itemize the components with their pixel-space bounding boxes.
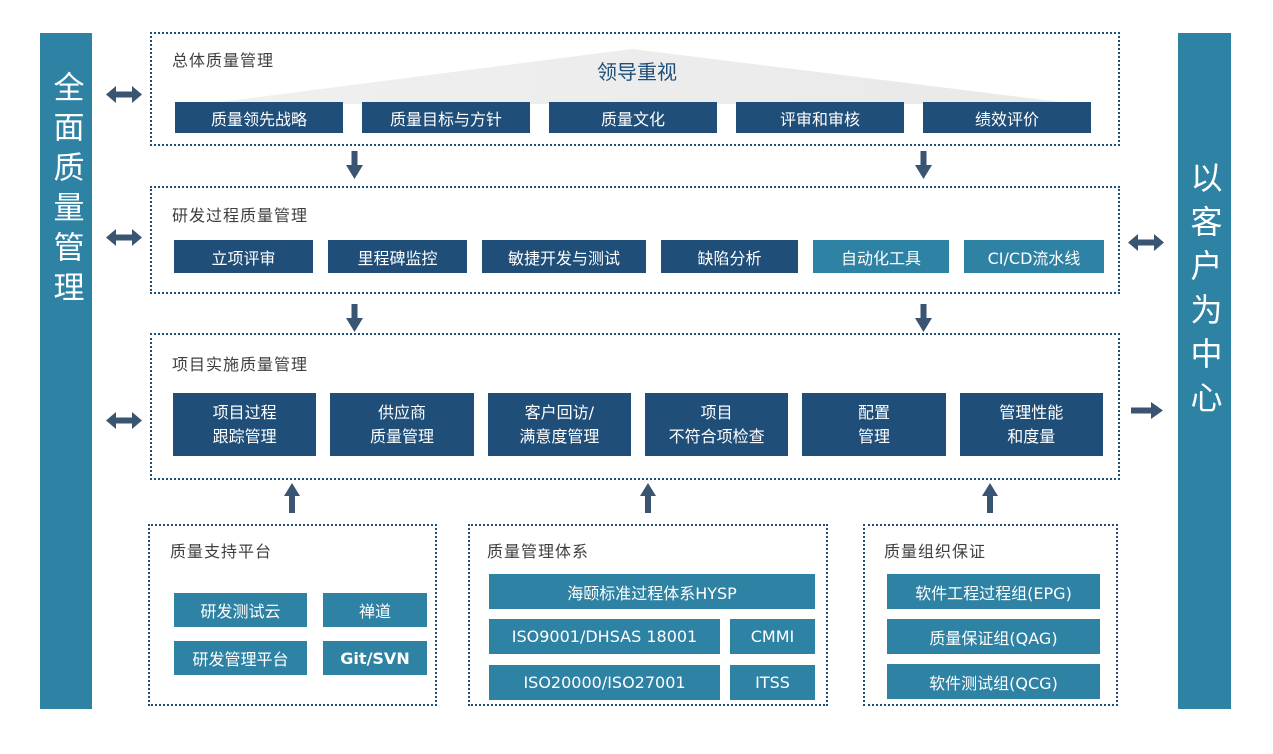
pill-performance-eval: 绩效评价: [923, 102, 1091, 133]
down-arrow-icon: [346, 304, 363, 332]
pill-iso9001-dhsas: ISO9001/DHSAS 18001: [489, 619, 720, 654]
left-right-arrow-icon: [106, 229, 142, 246]
rnd-process-box: 研发过程质量管理 立项评审 里程碑监控 敏捷开发与测试 缺陷分析 自动化工具 C…: [150, 186, 1120, 294]
quality-management-system-box: 质量管理体系 海颐标准过程体系HYSP ISO9001/DHSAS 18001 …: [468, 524, 828, 706]
pill-review-audit: 评审和审核: [736, 102, 904, 133]
pill-project-approval-review: 立项评审: [174, 240, 313, 273]
left-right-arrow-icon: [1128, 234, 1164, 251]
project-implementation-box: 项目实施质量管理 项目过程 跟踪管理 供应商 质量管理 客户回访/ 满意度管理 …: [150, 333, 1120, 480]
pill-defect-analysis: 缺陷分析: [661, 240, 798, 273]
pill-zentao: 禅道: [323, 593, 427, 627]
pill-qcg-group: 软件测试组(QCG): [887, 664, 1100, 699]
pill-itss: ITSS: [730, 665, 815, 700]
project-items-row: 项目过程 跟踪管理 供应商 质量管理 客户回访/ 满意度管理 项目 不符合项检查…: [173, 393, 1103, 456]
pill-iso20000-iso27001: ISO20000/ISO27001: [489, 665, 720, 700]
pill-rnd-test-cloud: 研发测试云: [174, 593, 307, 627]
pill-performance-measurement: 管理性能 和度量: [959, 393, 1103, 456]
quality-organization-box: 质量组织保证 软件工程过程组(EPG) 质量保证组(QAG) 软件测试组(QCG…: [863, 524, 1118, 706]
pill-agile-dev-test: 敏捷开发与测试: [482, 240, 646, 273]
left-bar-total-quality: 全面质量管理: [40, 33, 92, 709]
pill-configuration-management: 配置 管理: [802, 393, 946, 456]
pill-project-process-tracking: 项目过程 跟踪管理: [173, 393, 317, 456]
up-arrow-icon: [284, 483, 300, 513]
pill-cmmi: CMMI: [730, 619, 815, 654]
left-right-arrow-icon: [106, 86, 142, 103]
overall-quality-box: 总体质量管理 领导重视 质量领先战略 质量目标与方针 质量文化 评审和审核 绩效…: [150, 32, 1120, 146]
pill-quality-goals: 质量目标与方针: [362, 102, 530, 133]
up-arrow-icon: [640, 483, 656, 513]
rnd-box-title: 研发过程质量管理: [172, 206, 309, 225]
pill-customer-visit-satisfaction: 客户回访/ 满意度管理: [487, 393, 631, 456]
system-box-title: 质量管理体系: [487, 542, 590, 561]
pill-automation-tools: 自动化工具: [813, 240, 949, 273]
pill-quality-culture: 质量文化: [549, 102, 717, 133]
pill-cicd-pipeline: CI/CD流水线: [964, 240, 1104, 273]
down-arrow-icon: [346, 151, 363, 179]
pill-git-svn: Git/SVN: [323, 641, 427, 675]
pill-qag-group: 质量保证组(QAG): [887, 619, 1100, 654]
rnd-items-row: 立项评审 里程碑监控 敏捷开发与测试 缺陷分析 自动化工具 CI/CD流水线: [174, 240, 1104, 273]
right-bar-label: 以客户为中心: [1185, 161, 1224, 425]
down-arrow-icon: [915, 304, 932, 332]
pill-rnd-mgmt-platform: 研发管理平台: [174, 641, 307, 675]
overall-items-row: 质量领先战略 质量目标与方针 质量文化 评审和审核 绩效评价: [175, 102, 1091, 133]
pill-epg-group: 软件工程过程组(EPG): [887, 574, 1100, 609]
leadership-banner: 领导重视: [597, 60, 677, 84]
pill-supplier-quality: 供应商 质量管理: [330, 393, 474, 456]
left-bar-label: 全面质量管理: [47, 71, 84, 311]
right-bar-customer-centric: 以客户为中心: [1178, 33, 1231, 709]
right-arrow-icon: [1131, 402, 1163, 419]
left-right-arrow-icon: [106, 412, 142, 429]
quality-support-platform-box: 质量支持平台 研发测试云 禅道 研发管理平台 Git/SVN: [148, 524, 437, 706]
platform-box-title: 质量支持平台: [170, 542, 273, 561]
up-arrow-icon: [982, 483, 998, 513]
down-arrow-icon: [915, 151, 932, 179]
pill-nonconformance-check: 项目 不符合项检查: [644, 393, 789, 456]
org-box-title: 质量组织保证: [884, 542, 987, 561]
pill-quality-strategy: 质量领先战略: [175, 102, 343, 133]
pill-hysp-standard-process: 海颐标准过程体系HYSP: [489, 574, 815, 609]
overall-box-title: 总体质量管理: [172, 51, 275, 70]
project-box-title: 项目实施质量管理: [172, 355, 309, 374]
pill-milestone-monitoring: 里程碑监控: [328, 240, 467, 273]
